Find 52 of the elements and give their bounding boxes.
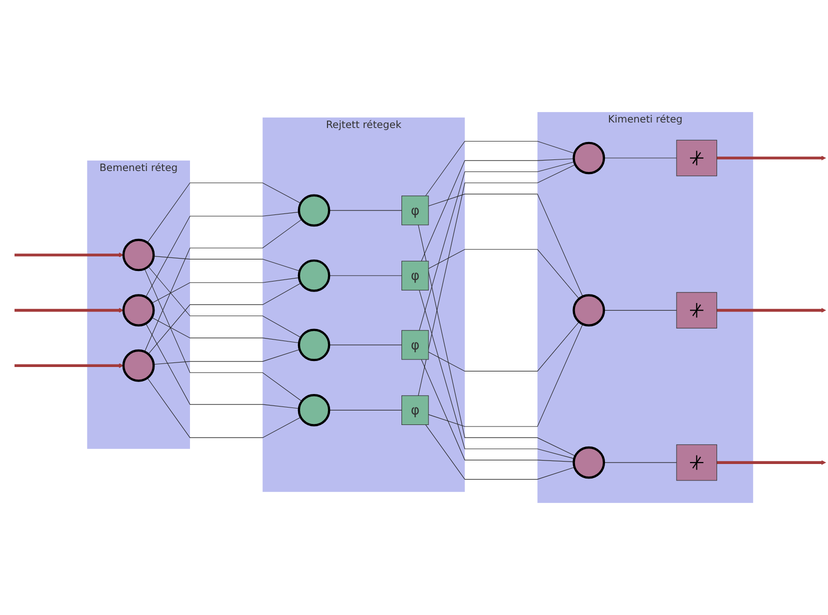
connector-line [428, 194, 584, 297]
connector-line [421, 158, 574, 262]
connector-line [428, 324, 584, 427]
connector-line [419, 290, 575, 459]
neuron-circle [298, 328, 330, 362]
connector-line [144, 268, 302, 402]
arrow [14, 252, 124, 258]
activation-box [676, 444, 718, 481]
neuron-circle [298, 259, 330, 292]
connector-line [604, 462, 677, 463]
activation-box: φ [401, 260, 429, 290]
arrow [716, 156, 826, 160]
layer-band: Kimeneti réteg [537, 112, 754, 503]
neuron-circle [572, 446, 606, 479]
neuron-circle [298, 194, 330, 227]
connector-line [328, 210, 402, 211]
connector-line [147, 182, 301, 243]
activation-box: φ [401, 196, 429, 226]
neuron-circle [572, 142, 606, 174]
connector-line [418, 164, 576, 396]
neuron-circle [122, 349, 155, 382]
activation-box: φ [401, 330, 429, 360]
connector-line [148, 266, 302, 338]
arrow [716, 460, 826, 466]
activation-box [676, 140, 718, 176]
connector-line [428, 249, 580, 300]
arrow [14, 363, 124, 368]
neuron-circle [122, 238, 155, 272]
connector-line [144, 219, 302, 352]
arrow [14, 308, 124, 313]
connector-line [421, 359, 574, 462]
connector-line [153, 349, 300, 365]
connector-line [148, 282, 302, 354]
connector-line [153, 256, 300, 272]
connector-line [147, 378, 301, 438]
connector-line [146, 323, 300, 409]
neuron-circle [298, 394, 330, 426]
activation-box: φ [401, 395, 429, 425]
activation-box [676, 292, 718, 328]
connector-line [146, 212, 300, 298]
connector-line [328, 275, 402, 276]
connector-line [419, 162, 575, 331]
connector-line [425, 424, 575, 480]
connector-line [428, 322, 580, 372]
connector-line [152, 317, 300, 344]
connector-line [425, 141, 575, 196]
arrow [716, 308, 826, 313]
connector-line [152, 277, 300, 304]
connector-line [604, 310, 677, 311]
connector-line [328, 344, 402, 346]
neuron-circle [122, 294, 155, 326]
connector-line [418, 224, 576, 456]
